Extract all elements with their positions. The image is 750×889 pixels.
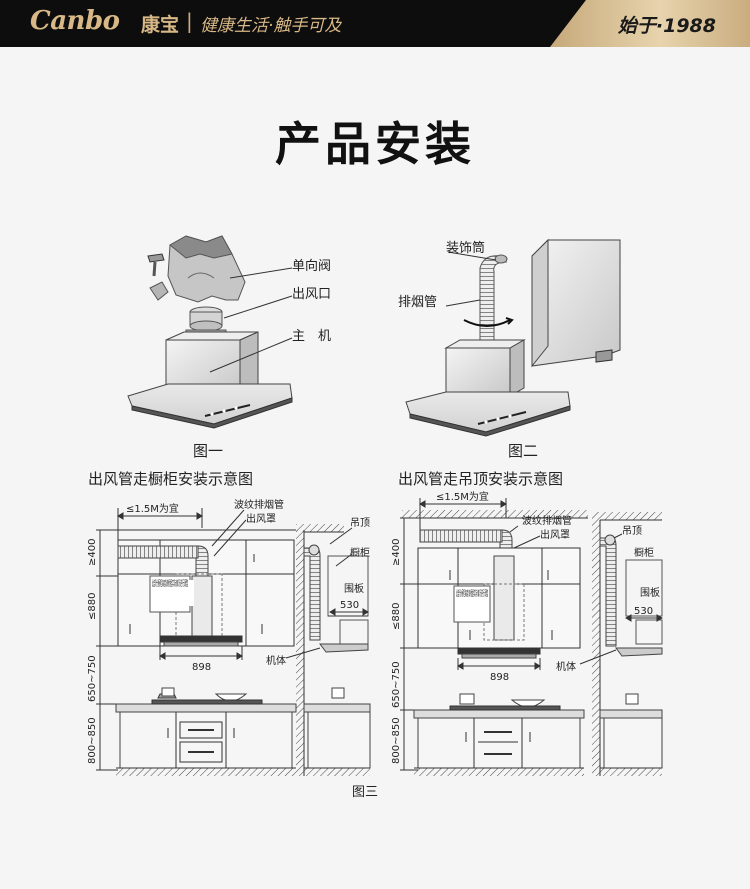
- since-badge: 始于·1988: [617, 15, 716, 37]
- right-label-cabinet: 橱柜: [634, 546, 654, 559]
- left-label-cabinet: 橱柜: [350, 546, 370, 559]
- label-main-unit: 主 机: [292, 329, 331, 344]
- figure-2-hood-duct: [405, 238, 621, 437]
- left-label-pipe: 波纹排烟管: [234, 498, 284, 511]
- right-label-ceiling: 吊顶: [622, 525, 642, 537]
- brand-logo-cn: 康宝: [141, 14, 180, 36]
- left-cabinet-note: 此部分橱柜高度请根据实际情况进行调整: [152, 578, 188, 588]
- label-decor-cover: 装饰筒: [446, 240, 485, 256]
- screw-icon: [147, 253, 165, 277]
- right-dim-gap: 650~750: [391, 661, 402, 708]
- left-label-ceiling: 吊顶: [350, 517, 370, 529]
- brand-logo-en: Canbo: [30, 6, 120, 36]
- figure-3-right-ceiling-route: [400, 498, 663, 776]
- right-dim-top: ≥400: [391, 539, 402, 566]
- right-duct-length: ≤1.5M为宜: [436, 490, 489, 503]
- right-cabinet-note: 此部分橱柜高度请根据实际情况进行调整: [456, 588, 488, 598]
- left-label-outlet: 出风罩: [246, 512, 276, 525]
- right-dim-width: 898: [490, 672, 509, 683]
- brand-slogan: 健康生活·触手可及: [200, 16, 342, 36]
- page-title: 产品安装: [275, 117, 475, 171]
- left-dim-skirt: 530: [340, 600, 359, 611]
- figure-3-left-cabinet-route: [96, 508, 371, 776]
- figure-1-hood-valve: [127, 235, 293, 429]
- header-gold-panel: [550, 0, 750, 47]
- right-dim-cabinet: ≤880: [391, 603, 402, 630]
- label-air-outlet: 出风口: [292, 287, 331, 302]
- header-separator: |: [186, 9, 193, 33]
- right-label-outlet: 出风罩: [540, 528, 570, 541]
- figure-3-left-title: 出风管走橱柜安装示意图: [88, 470, 253, 488]
- label-exhaust-pipe: 排烟管: [398, 295, 437, 310]
- figure-2-caption: 图二: [508, 442, 538, 460]
- right-label-pipe: 波纹排烟管: [522, 514, 572, 527]
- left-dim-gap: 650~750: [87, 655, 98, 702]
- figure-3-right-title: 出风管走吊顶安装示意图: [398, 470, 563, 488]
- left-label-skirt: 围板: [344, 582, 364, 595]
- left-dim-width: 898: [192, 662, 211, 673]
- left-dim-top: ≥400: [87, 539, 98, 566]
- left-dim-counter: 800~850: [87, 717, 98, 764]
- right-label-unit: 机体: [556, 660, 576, 673]
- left-duct-length: ≤1.5M为宜: [126, 502, 179, 515]
- right-dim-counter: 800~850: [391, 717, 402, 764]
- figure-3-caption: 图三: [352, 785, 378, 800]
- right-dim-skirt: 530: [634, 606, 653, 617]
- left-dim-cabinet: ≤880: [87, 593, 98, 620]
- right-label-skirt: 围板: [640, 586, 660, 599]
- brand-header: Canbo 康宝 | 健康生活·触手可及 始于·1988: [0, 0, 750, 47]
- figure-1-caption: 图一: [193, 442, 223, 460]
- label-check-valve: 单向阀: [292, 258, 331, 274]
- left-label-unit: 机体: [266, 654, 286, 667]
